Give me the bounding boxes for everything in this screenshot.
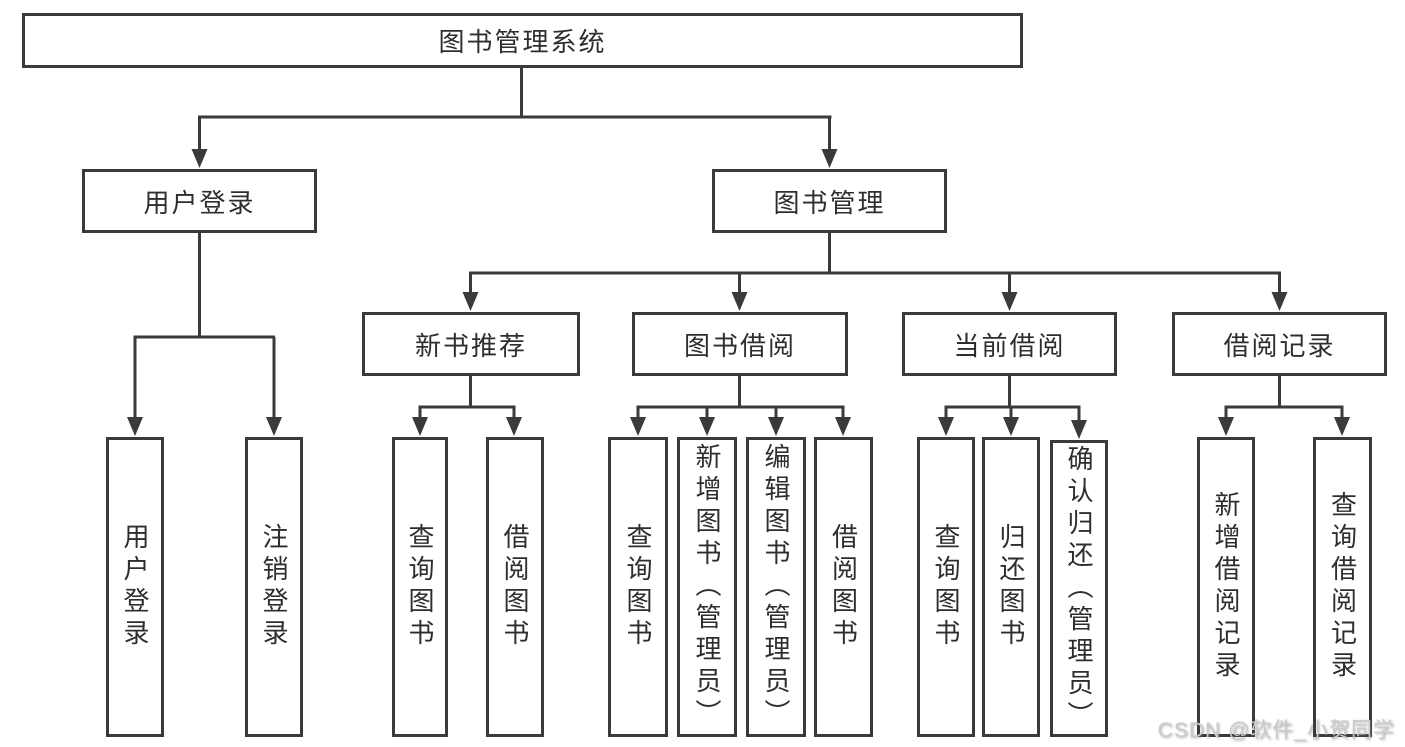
node-book-borrow: 图书借阅 [632,312,848,376]
node-current-borrow: 当前借阅 [902,312,1117,376]
leaf-query-books-recommend: 查询图书 [392,437,448,737]
leaf-query-books-current-label: 查询图书 [931,523,961,651]
node-book-management: 图书管理 [712,169,947,233]
leaf-confirm-return-admin: 确认归还（管理员） [1050,440,1108,737]
leaf-borrow-books-label: 借阅图书 [828,523,859,651]
node-library-system: 图书管理系统 [22,13,1023,68]
leaf-borrow-books-recommend: 借阅图书 [486,437,544,737]
leaf-query-books-current: 查询图书 [917,437,975,737]
leaf-edit-books-admin-label: 编辑图书（管理员） [761,443,791,731]
leaf-query-books-borrow: 查询图书 [608,437,668,737]
leaf-add-borrow-record-label: 新增借阅记录 [1211,491,1241,683]
leaf-borrow-books-recommend-label: 借阅图书 [500,523,530,651]
leaf-borrow-books: 借阅图书 [814,437,873,737]
leaf-return-books-label: 归还图书 [996,523,1026,651]
leaf-query-borrow-record-label: 查询借阅记录 [1327,491,1358,683]
node-borrow-records: 借阅记录 [1172,312,1387,376]
leaf-query-books-borrow-label: 查询图书 [623,523,653,651]
leaf-query-books-recommend-label: 查询图书 [405,523,435,651]
leaf-user-login-label: 用户登录 [120,523,150,651]
node-new-book-recommend: 新书推荐 [362,312,580,376]
leaf-add-books-admin-label: 新增图书（管理员） [692,443,722,731]
leaf-user-login: 用户登录 [106,437,164,737]
leaf-logout: 注销登录 [245,437,303,737]
leaf-return-books: 归还图书 [982,437,1040,737]
leaf-add-borrow-record: 新增借阅记录 [1197,437,1255,737]
leaf-confirm-return-admin-label: 确认归还（管理员） [1064,444,1094,733]
leaf-add-books-admin: 新增图书（管理员） [677,437,737,737]
leaf-query-borrow-record: 查询借阅记录 [1313,437,1372,737]
watermark: CSDN @软件_小贺同学 [1157,719,1395,742]
node-user-login: 用户登录 [82,169,317,233]
leaf-edit-books-admin: 编辑图书（管理员） [746,437,806,737]
leaf-logout-label: 注销登录 [259,523,289,651]
